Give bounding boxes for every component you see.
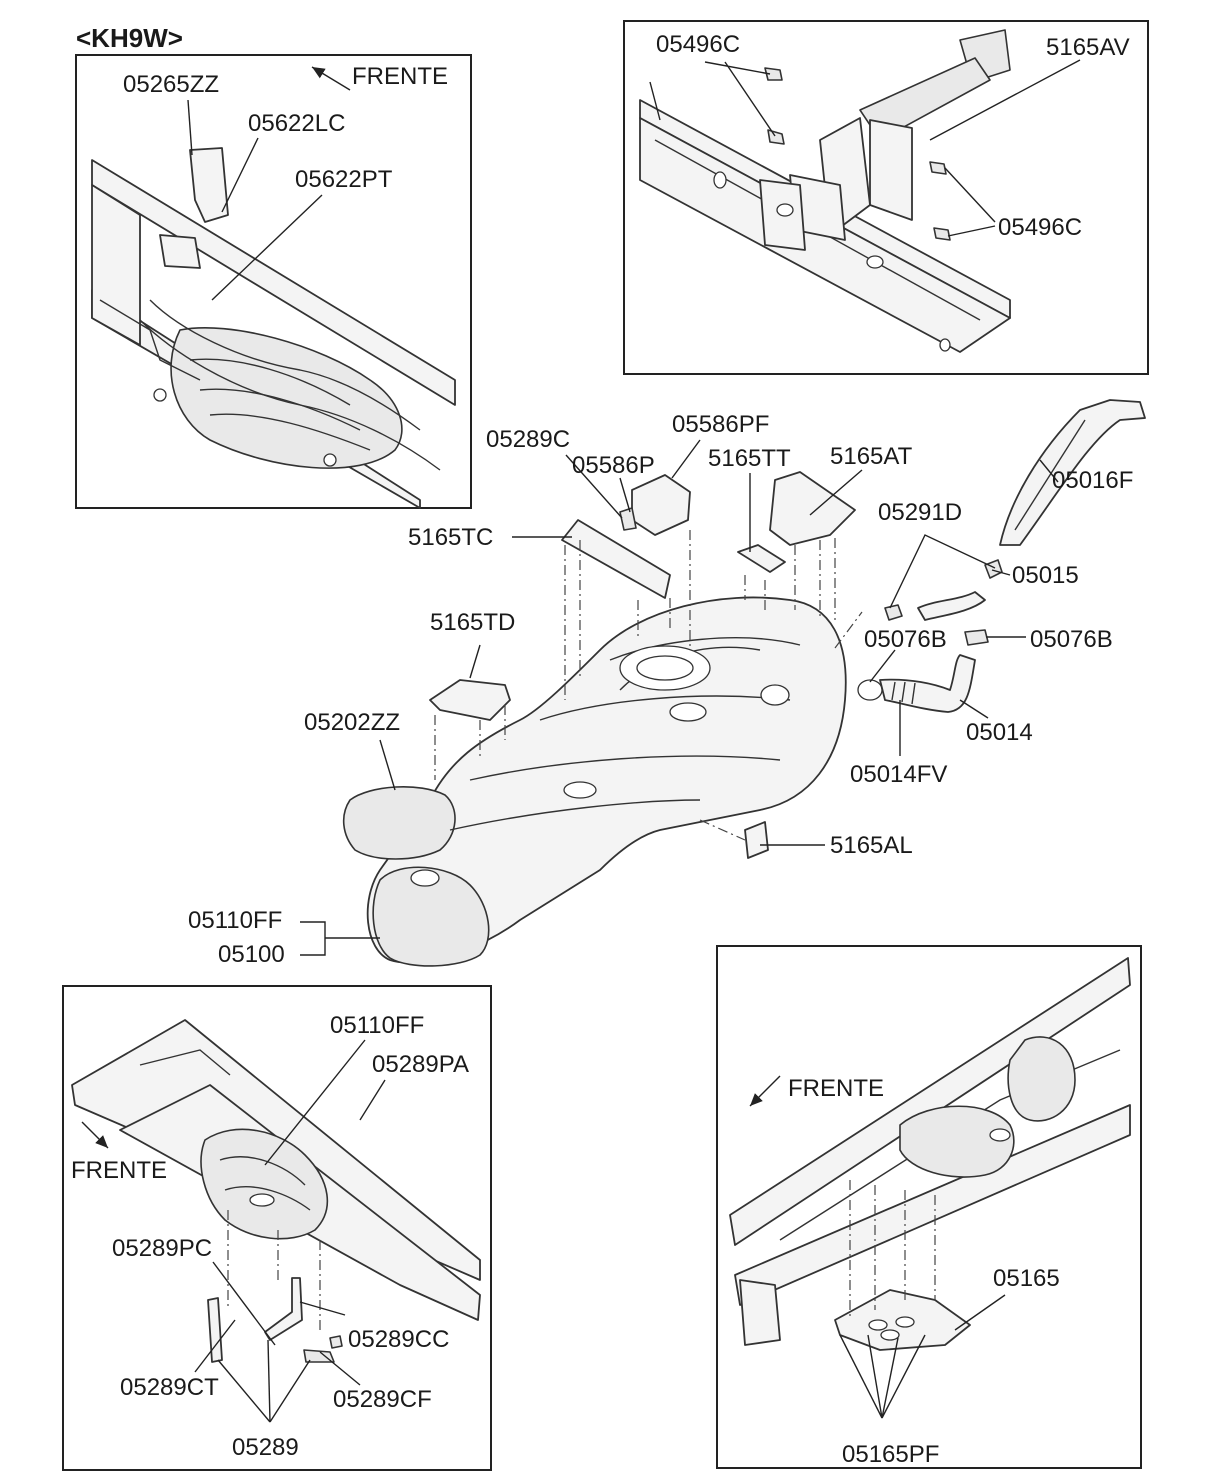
label-05622LC: 05622LC xyxy=(248,110,345,137)
label-05289CT: 05289CT xyxy=(120,1374,219,1401)
label-05165PF: 05165PF xyxy=(842,1441,939,1468)
panel-bottom-left xyxy=(62,985,492,1471)
label-05622PT: 05622PT xyxy=(295,166,393,193)
label-5165AT: 5165AT xyxy=(830,443,913,470)
label-05014: 05014 xyxy=(966,719,1033,746)
label-05496C-right: 05496C xyxy=(998,214,1082,241)
label-5165TT: 5165TT xyxy=(708,445,791,472)
label-05289C: 05289C xyxy=(486,426,570,453)
model-code: <KH9W> xyxy=(76,23,183,53)
label-05291D: 05291D xyxy=(878,499,962,526)
label-frente-bottom-right: FRENTE xyxy=(788,1075,884,1102)
panel-top-right xyxy=(623,20,1149,375)
main-exploded-view xyxy=(300,399,1146,967)
panel-top-left xyxy=(75,54,472,509)
label-05289: 05289 xyxy=(232,1434,299,1461)
label-5165TD: 5165TD xyxy=(430,609,515,636)
label-5165TC: 5165TC xyxy=(408,524,493,551)
label-05265ZZ: 05265ZZ xyxy=(123,71,219,98)
label-05110FF-bottom-left: 05110FF xyxy=(330,1012,424,1039)
label-05076B-right: 05076B xyxy=(1030,626,1113,653)
label-5165AL: 5165AL xyxy=(830,832,913,859)
label-05586P: 05586P xyxy=(572,452,655,479)
label-05496C-top: 05496C xyxy=(656,31,740,58)
label-05586PF: 05586PF xyxy=(672,411,769,438)
panel-bottom-right xyxy=(716,945,1142,1469)
label-05289CF: 05289CF xyxy=(333,1386,432,1413)
label-05110FF-main: 05110FF xyxy=(188,907,282,934)
label-05016F: 05016F xyxy=(1052,467,1133,494)
label-05202ZZ: 05202ZZ xyxy=(304,709,400,736)
label-05100: 05100 xyxy=(218,941,285,968)
label-5165AV: 5165AV xyxy=(1046,34,1130,61)
label-05289CC: 05289CC xyxy=(348,1326,449,1353)
label-05165: 05165 xyxy=(993,1265,1060,1292)
label-05289PC: 05289PC xyxy=(112,1235,212,1262)
label-frente-bottom-left: FRENTE xyxy=(71,1157,167,1184)
label-05015: 05015 xyxy=(1012,562,1079,589)
label-frente-top: FRENTE xyxy=(352,63,448,90)
label-05289PA: 05289PA xyxy=(372,1051,469,1078)
label-05014FV: 05014FV xyxy=(850,761,947,788)
label-05076B-left: 05076B xyxy=(864,626,947,653)
